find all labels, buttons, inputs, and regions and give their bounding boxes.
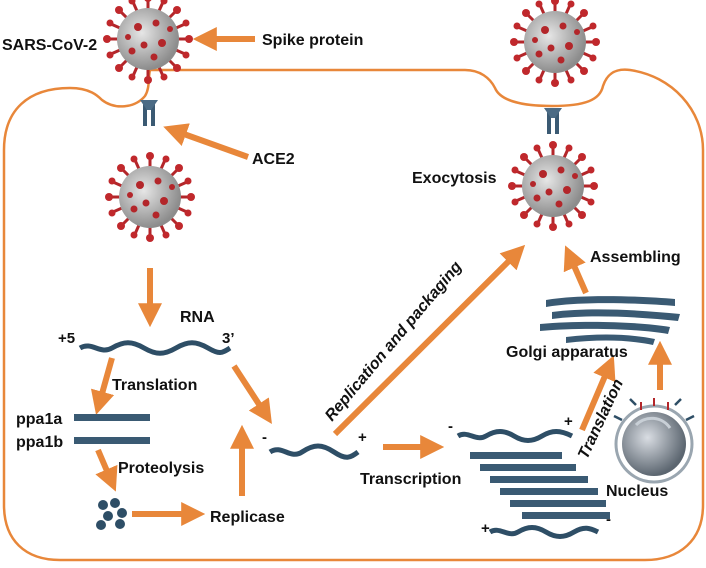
bottom-plus-label: + [481, 520, 490, 537]
subgenomic-rna-bars [470, 452, 610, 519]
replicase-plus-label: + [358, 429, 367, 446]
virus-entering-icon [101, 0, 195, 86]
rna-strand-icon [78, 340, 232, 356]
replication-packaging-label: Replication and packaging [322, 258, 465, 424]
three-prime-label: 3’ [222, 330, 235, 347]
replicase-minus-label: - [262, 429, 267, 446]
ppa1a-label: ppa1a [16, 411, 62, 428]
bottom-minus-label: - [606, 511, 611, 528]
ace2-arrow [163, 123, 250, 160]
transcription-label: Transcription [360, 471, 461, 488]
replication-packaging-arrow [332, 244, 526, 437]
rna-to-replicase-arrow [231, 364, 272, 425]
ppa1b-bar [74, 437, 150, 444]
golgi-apparatus-label: Golgi apparatus [506, 344, 628, 361]
exocytosis-label: Exocytosis [412, 170, 497, 187]
replicase-label: Replicase [210, 509, 285, 526]
cell-membrane [2, 68, 705, 562]
exit-receptor-icon [544, 108, 562, 134]
nucleus-icon [613, 398, 695, 484]
proteolysis-label: Proteolysis [118, 460, 204, 477]
plus5-label: +5 [58, 330, 75, 347]
assembling-label: Assembling [590, 249, 681, 266]
ppa1b-label: ppa1b [16, 434, 63, 451]
translation-right-arrow [579, 355, 616, 432]
spike-protein-label: Spike protein [262, 32, 363, 49]
ppa1a-bar [74, 414, 150, 421]
sars-cov-2-label: SARS-CoV-2 [2, 37, 97, 54]
protein-cluster-icon [96, 498, 127, 530]
ppa-to-proteolysis-arrow [95, 448, 118, 492]
nucleus-label: Nucleus [606, 483, 668, 500]
golgi-to-virus-arrow [563, 245, 589, 295]
rna-label: RNA [180, 309, 215, 326]
ace2-label: ACE2 [252, 151, 295, 168]
bottom-strand-icon [488, 525, 600, 539]
transcription-minus-label: - [448, 418, 453, 435]
virus-internalized-icon [103, 150, 197, 244]
golgi-apparatus-icon [540, 296, 680, 345]
transcription-strand-icon [456, 429, 574, 443]
ace2-receptor-icon [140, 100, 158, 126]
translation-arrow [90, 357, 115, 415]
virus-assembled-icon [506, 139, 600, 233]
virus-exiting-icon [508, 0, 602, 89]
transcription-plus-label: + [564, 413, 573, 430]
translation-left-label: Translation [112, 377, 197, 394]
replicase-strand-icon [268, 443, 360, 460]
